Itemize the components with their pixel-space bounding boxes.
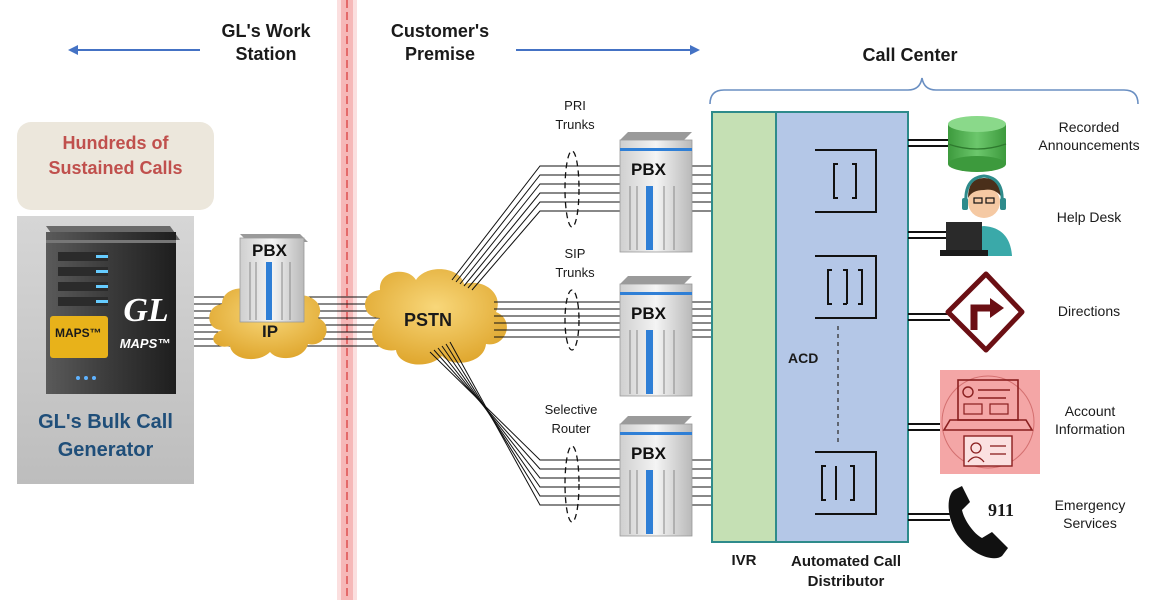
service-label-recorded: Recorded Announcements	[1038, 119, 1140, 153]
pstn-to-pbx-cables	[429, 165, 620, 506]
gl-logo: GL	[123, 292, 169, 329]
call-center-header: Call Center	[862, 45, 958, 65]
acd-label: ACD	[788, 350, 819, 366]
pri-trunks-label: PRI Trunks	[555, 98, 595, 132]
pbx-label-workstation: PBX	[252, 241, 287, 260]
generator-title: GL's Bulk Call Generator	[38, 411, 173, 461]
database-icon	[947, 116, 1007, 172]
acd-queue-2	[815, 255, 877, 319]
selective-router-label: Selective Router	[544, 402, 598, 436]
pbx-label-pri: PBX	[631, 160, 666, 179]
workstation-header: GL's Work Station	[221, 21, 311, 64]
acd-to-services-cables	[908, 139, 950, 521]
sip-trunk-bundle	[564, 289, 580, 351]
pbx-box-workstation	[239, 234, 308, 323]
divider-line	[337, 0, 357, 600]
gl-maps-text: MAPS™	[119, 336, 171, 351]
pbx-box-pri	[619, 132, 693, 253]
emergency-number: 911	[988, 500, 1015, 520]
acd-queue-n	[815, 451, 877, 515]
pbx-box-sip	[619, 276, 693, 397]
service-label-account: Account Information	[1054, 403, 1126, 437]
turn-right-sign-icon	[945, 271, 1025, 353]
pstn-label: PSTN	[404, 310, 453, 330]
sip-trunks-label: SIP Trunks	[555, 246, 595, 280]
pbx-box-router	[619, 416, 693, 537]
service-label-emergency: Emergency Services	[1054, 497, 1126, 531]
call-center-brace	[709, 77, 1139, 105]
callout-text: Hundreds of Sustained Calls	[48, 133, 183, 178]
right-arrow	[516, 45, 700, 55]
headset-agent-icon	[940, 174, 1012, 256]
ivr-panel	[711, 111, 777, 543]
callout-box	[17, 122, 214, 210]
premise-header: Customer's Premise	[390, 21, 490, 64]
service-label-directions: Directions	[1057, 303, 1121, 319]
pbx-label-sip: PBX	[631, 304, 666, 323]
server-icon	[46, 226, 180, 394]
phone-icon	[948, 486, 1008, 559]
pstn-cloud	[365, 269, 507, 365]
ivr-label: IVR	[731, 552, 757, 569]
distributor-label: Automated Call Distributor	[790, 553, 901, 590]
service-label-helpdesk: Help Desk	[1056, 209, 1122, 225]
router-trunk-bundle	[564, 445, 580, 523]
pri-trunk-bundle	[564, 150, 580, 228]
maps-badge: MAPS™	[55, 326, 102, 340]
ip-label: IP	[262, 322, 279, 341]
acd-queue-1	[815, 149, 877, 213]
left-arrow	[68, 45, 200, 55]
account-screen-icon	[940, 370, 1040, 474]
pbx-label-router: PBX	[631, 444, 666, 463]
acd-panel	[775, 111, 909, 543]
pbx-to-ivr-cables	[690, 165, 712, 506]
